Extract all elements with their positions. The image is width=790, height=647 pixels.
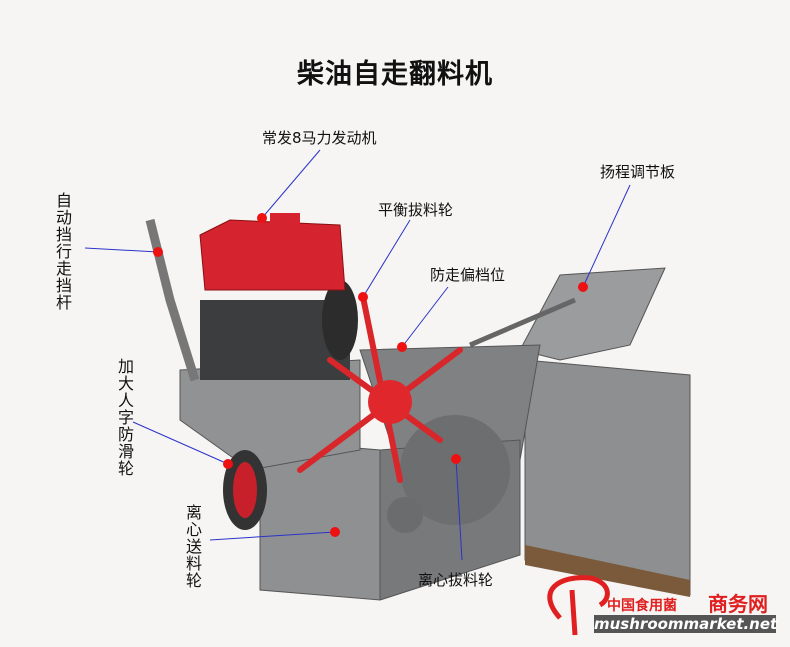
label-engine: 常发8马力发动机 xyxy=(262,129,377,147)
leader-lines xyxy=(84,149,631,561)
page-title: 柴油自走翻料机 xyxy=(297,59,493,90)
callout-dots xyxy=(153,213,588,537)
label-gear-lever: 自动挡行走挡杆 xyxy=(53,192,72,311)
label-antislip-wheel: 加大人字防滑轮 xyxy=(115,358,134,477)
label-feed-wheel: 离心送料轮 xyxy=(183,504,202,589)
door-rubber-strip xyxy=(525,545,690,597)
watermark-brand: 商务网 xyxy=(708,592,768,616)
label-pull-wheel: 离心拔料轮 xyxy=(418,571,494,589)
label-balance-wheel: 平衡拔料轮 xyxy=(378,201,454,219)
lift-plate xyxy=(519,267,666,361)
watermark-logo-icon xyxy=(547,575,610,636)
engine-radiator xyxy=(199,219,346,291)
label-anti-deviation: 防走偏档位 xyxy=(430,266,506,284)
lift-rod xyxy=(469,297,576,348)
balance-wheel-hub xyxy=(368,380,412,424)
pull-wheel-cover xyxy=(400,415,510,525)
label-lift-plate: 扬程调节板 xyxy=(600,163,676,181)
gear-lever xyxy=(145,218,200,382)
watermark-cn-text: 中国食用菌 xyxy=(607,598,677,614)
watermark-url: mushroommarket.net xyxy=(594,615,778,633)
